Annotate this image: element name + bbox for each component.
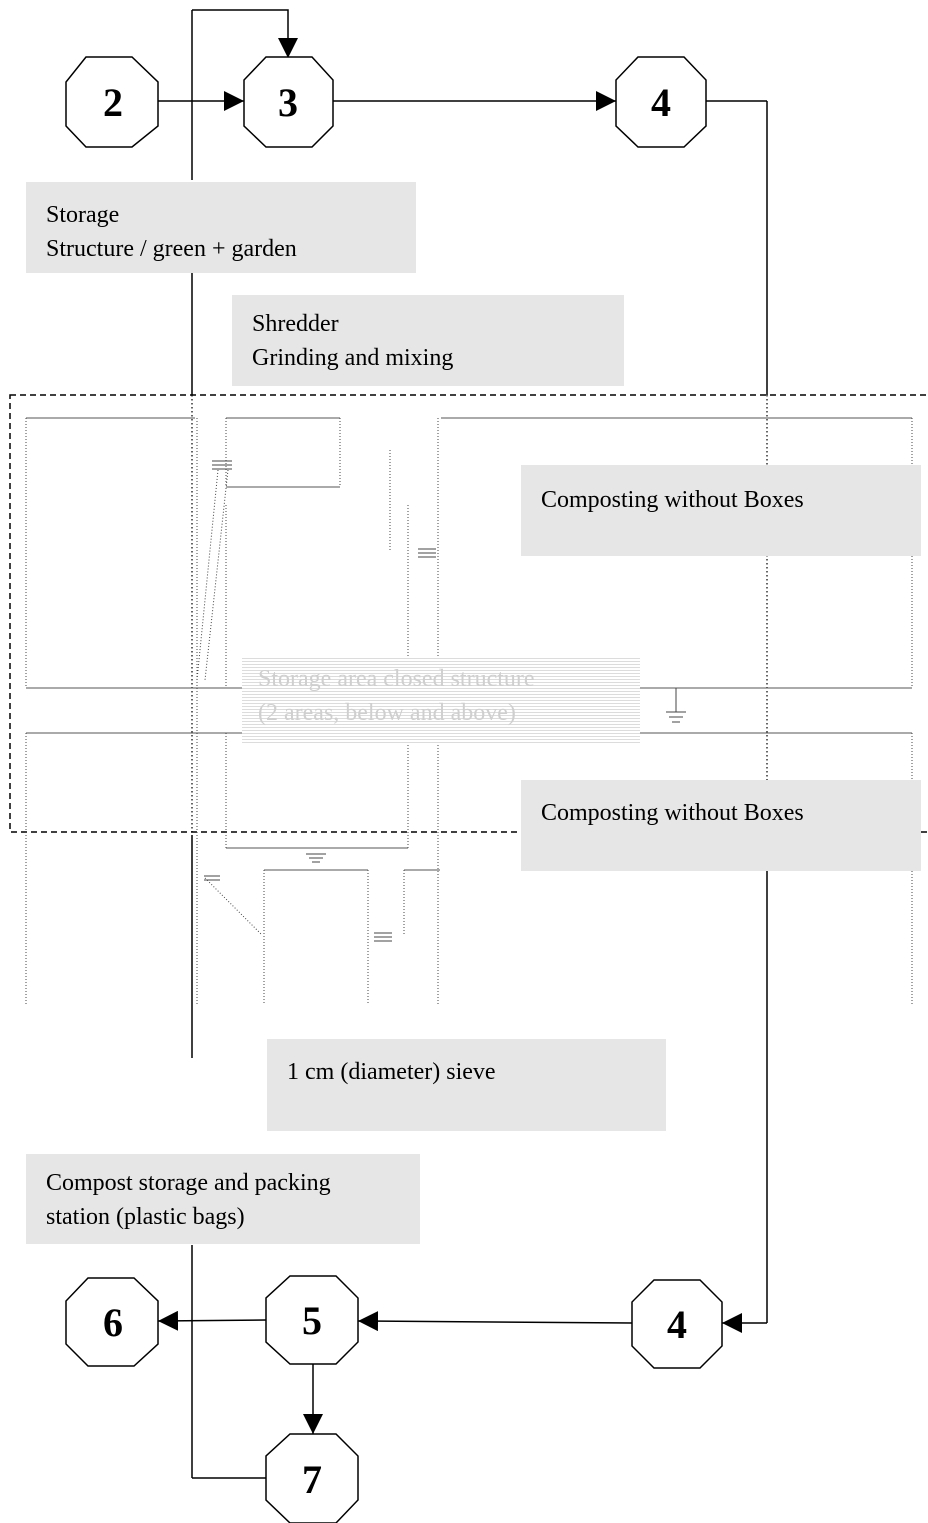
- arrow-4-to-5: [357, 1311, 633, 1332]
- floor-plan-dotted-walls: [25, 418, 913, 1005]
- arrow-loop-into-3: [192, 9, 298, 58]
- packing-label-line1: Compost storage and packing: [46, 1170, 331, 1196]
- composting-bottom-text: Composting without Boxes: [541, 800, 804, 826]
- storage-label: Storage Structure / green + garden: [26, 182, 416, 273]
- sieve-text: 1 cm (diameter) sieve: [287, 1059, 496, 1085]
- sieve-label: 1 cm (diameter) sieve: [267, 1039, 666, 1131]
- node-6-label: 6: [103, 1300, 123, 1345]
- node-3: 3: [243, 56, 334, 148]
- node-2: 2: [65, 56, 159, 148]
- composting-top-text: Composting without Boxes: [541, 487, 804, 513]
- storage-area-label: Storage area closed structure (2 areas, …: [242, 656, 640, 744]
- right-flow-line: [706, 100, 768, 1323]
- shredder-label: Shredder Grinding and mixing: [232, 295, 624, 386]
- composting-top-label: Composting without Boxes: [521, 465, 921, 556]
- node-7: 7: [265, 1433, 359, 1523]
- shredder-label-line2: Grinding and mixing: [252, 345, 454, 371]
- node-2-label: 2: [103, 80, 123, 125]
- shredder-label-line1: Shredder: [252, 311, 339, 337]
- node-6: 6: [65, 1277, 159, 1367]
- storage-area-line1: Storage area closed structure: [258, 666, 535, 692]
- storage-label-line1: Storage: [46, 202, 120, 228]
- node-4-bottom: 4: [631, 1279, 723, 1369]
- left-flow-line: [191, 10, 268, 1479]
- node-7-label: 7: [302, 1457, 322, 1502]
- node-4-top: 4: [615, 56, 707, 148]
- node-4-top-label: 4: [651, 80, 671, 125]
- arrow-5-to-6: [157, 1310, 267, 1331]
- storage-area-line2: (2 areas, below and above): [258, 700, 516, 726]
- node-4-bottom-label: 4: [667, 1302, 687, 1347]
- node-3-label: 3: [278, 80, 298, 125]
- node-5-label: 5: [302, 1298, 322, 1343]
- node-5: 5: [265, 1275, 359, 1365]
- composting-bottom-label: Composting without Boxes: [521, 780, 921, 871]
- storage-label-line2: Structure / green + garden: [46, 236, 297, 262]
- floor-plan-symbols: [204, 460, 686, 942]
- packing-label: Compost storage and packing station (pla…: [26, 1154, 420, 1244]
- packing-label-line2: station (plastic bags): [46, 1204, 245, 1230]
- composting-area-boundary: [9, 394, 928, 833]
- floor-plan-walls: [26, 417, 912, 871]
